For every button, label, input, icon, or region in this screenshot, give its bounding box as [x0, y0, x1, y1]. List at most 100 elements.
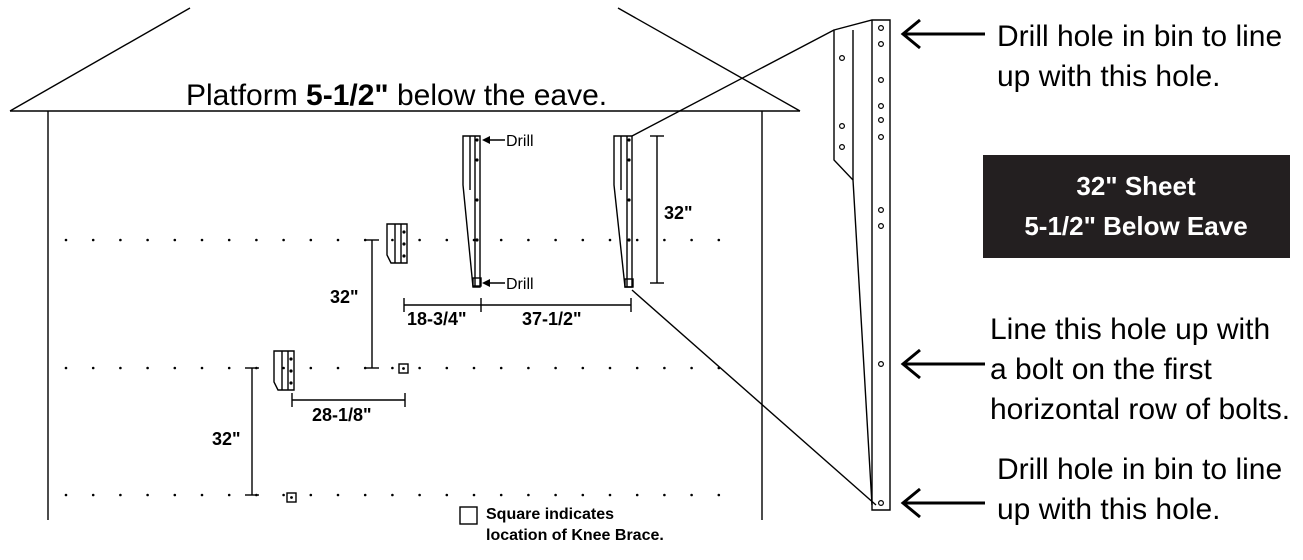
bolt-dot: [282, 366, 285, 370]
bolt-dot: [472, 493, 476, 497]
bolt-dot: [717, 493, 721, 497]
bolt-dot: [91, 238, 95, 242]
bolt-dot: [445, 366, 449, 370]
bolt-hole: [877, 223, 884, 230]
svg-text:Line this hole up with: Line this hole up with: [990, 313, 1270, 346]
bolt-dot: [635, 238, 639, 242]
bolt-dot: [391, 238, 394, 242]
knee-brace-bracket-middle: [386, 223, 408, 264]
svg-text:32": 32": [330, 287, 359, 307]
svg-text:32": 32": [212, 429, 241, 449]
svg-text:Drill: Drill: [506, 133, 534, 150]
knee-brace-legend: Square indicates location of Knee Brace.: [459, 506, 664, 544]
dimension-vertical-right: 32": [650, 135, 693, 284]
square-icon: [286, 492, 297, 503]
callout-bottom: Drill hole in bin to line up with this h…: [997, 453, 1282, 526]
svg-text:Drill hole in bin to line: Drill hole in bin to line: [997, 453, 1282, 486]
bolt-dot: [336, 366, 340, 370]
bolt-dot: [445, 238, 449, 242]
bolt-hole: [877, 25, 884, 32]
dimension-vertical-left: 32": [212, 367, 259, 496]
bolt-dot: [690, 238, 693, 242]
bin-outline: [9, 7, 801, 520]
bolt-dot: [445, 493, 449, 497]
knee-brace-bracket-top-left: [462, 135, 482, 288]
bolt-dot: [119, 366, 122, 370]
bolt-dot: [717, 238, 721, 242]
roof-line: [617, 7, 801, 112]
bolt-dot: [173, 493, 177, 497]
svg-text:horizontal row of bolts.: horizontal row of bolts.: [990, 393, 1290, 426]
bolt-dot: [91, 493, 95, 497]
dimension-horizontal-top: 18-3/4" 37-1/2": [403, 298, 632, 329]
bolt-dot: [690, 493, 693, 497]
bolt-hole: [877, 116, 884, 123]
bolt-dot: [227, 366, 231, 370]
bolt-rows: [64, 238, 721, 497]
bolt-dot: [554, 366, 557, 370]
bolt-dot: [581, 238, 585, 242]
bolt-dot: [282, 493, 285, 497]
bolt-dot: [200, 238, 204, 242]
bolt-dot: [173, 366, 177, 370]
knee-brace-bracket-top-right: [613, 135, 634, 288]
svg-text:28-1/8": 28-1/8": [312, 405, 372, 425]
bolt-hole: [877, 361, 884, 368]
bolt-dot: [309, 366, 313, 370]
bolt-dot: [200, 493, 204, 497]
bolt-dot: [635, 366, 639, 370]
bolt-dot: [336, 238, 340, 242]
bolt-dot: [527, 238, 530, 242]
bolt-dot: [418, 366, 421, 370]
bolt-dot: [690, 366, 693, 370]
svg-text:Drill hole in bin to line: Drill hole in bin to line: [997, 20, 1282, 53]
bolt-hole: [877, 134, 884, 141]
callout-middle: Line this hole up with a bolt on the fir…: [990, 313, 1290, 426]
bolt-dot: [418, 238, 421, 242]
bolt-dot: [336, 493, 340, 497]
bolt-dot: [282, 238, 285, 242]
svg-text:up with this hole.: up with this hole.: [997, 493, 1220, 526]
bolt-dot: [363, 493, 367, 497]
bolt-hole: [877, 102, 884, 109]
bolt-dot: [173, 238, 177, 242]
projection-line: [631, 29, 835, 137]
sheet-label-box: 32" Sheet 5-1/2" Below Eave: [983, 155, 1290, 258]
bolt-dot: [309, 238, 313, 242]
bolt-dot: [391, 366, 394, 370]
bolt-dot: [581, 366, 585, 370]
bolt-dot: [499, 366, 503, 370]
drill-label-top: Drill: [482, 133, 534, 150]
bolt-hole: [877, 40, 884, 47]
arrow-left-icon: [900, 18, 985, 50]
bolt-hole: [838, 144, 845, 151]
bolt-dot: [499, 493, 503, 497]
enlarged-knee-brace-bracket: [833, 19, 891, 511]
dimension-vertical-middle: 32": [330, 239, 379, 369]
platform-note: Platform 5-1/2" below the eave.: [186, 79, 607, 112]
svg-text:5-1/2" Below Eave: 5-1/2" Below Eave: [1024, 211, 1247, 241]
bolt-hole: [877, 500, 884, 507]
bolt-dot: [499, 238, 503, 242]
bolt-dot: [608, 493, 612, 497]
bolt-dot: [391, 493, 394, 497]
bolt-dot: [635, 493, 639, 497]
dimension-horizontal-lower: 28-1/8": [291, 393, 406, 425]
bolt-hole: [877, 207, 884, 214]
bolt-dot: [255, 238, 258, 242]
square-icon: [459, 506, 478, 525]
bolt-dot: [64, 493, 68, 497]
bolt-dot: [608, 366, 612, 370]
drill-label-bottom: Drill: [482, 276, 534, 293]
svg-text:up with this hole.: up with this hole.: [997, 60, 1220, 93]
svg-text:32": 32": [664, 203, 693, 223]
bolt-dot: [146, 493, 149, 497]
bolt-dot: [663, 493, 666, 497]
bolt-dot: [119, 238, 122, 242]
svg-text:Square indicates: Square indicates: [486, 506, 614, 523]
bolt-hole: [877, 76, 884, 83]
bolt-hole: [838, 54, 845, 61]
bolt-dot: [527, 366, 530, 370]
bolt-dot: [309, 493, 313, 497]
